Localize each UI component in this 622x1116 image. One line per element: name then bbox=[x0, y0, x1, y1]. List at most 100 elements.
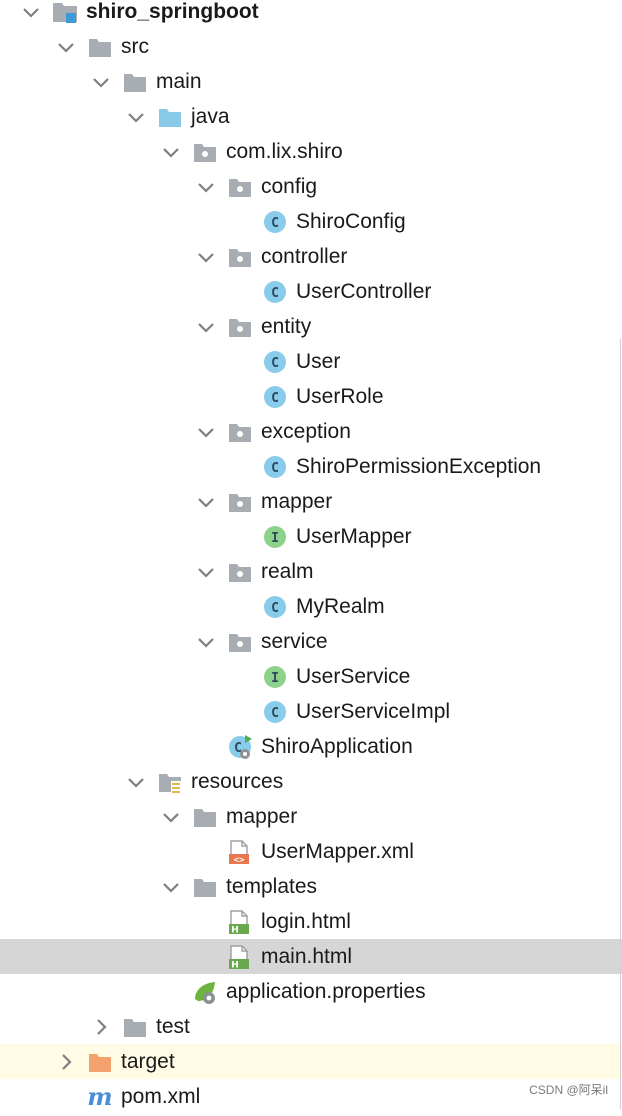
folder-icon bbox=[192, 804, 218, 830]
chevron-down-icon[interactable] bbox=[125, 771, 147, 793]
tree-row[interactable]: config bbox=[0, 169, 622, 204]
tree-item-label: ShiroPermissionException bbox=[296, 455, 542, 478]
tree-row[interactable]: application.properties bbox=[0, 974, 622, 1009]
class-icon: C bbox=[262, 349, 288, 375]
chevron-right-icon[interactable] bbox=[90, 1016, 112, 1038]
tree-row[interactable]: I UserService bbox=[0, 659, 622, 694]
tree-row[interactable]: com.lix.shiro bbox=[0, 134, 622, 169]
tree-row[interactable]: test bbox=[0, 1009, 622, 1044]
tree-row[interactable]: C UserRole bbox=[0, 379, 622, 414]
tree-item-label: templates bbox=[226, 875, 318, 898]
tree-item-label: realm bbox=[261, 560, 314, 583]
folder-icon bbox=[87, 34, 113, 60]
tree-row[interactable]: service bbox=[0, 624, 622, 659]
tree-item-label: MyRealm bbox=[296, 595, 385, 618]
interface-icon: I bbox=[262, 664, 288, 690]
tree-item-label: login.html bbox=[261, 910, 351, 933]
tree-item-label: entity bbox=[261, 315, 312, 338]
folder-icon bbox=[122, 1014, 148, 1040]
tree-item-label: ShiroApplication bbox=[261, 735, 413, 758]
svg-text:C: C bbox=[271, 286, 279, 301]
project-module-icon bbox=[52, 0, 78, 25]
chevron-down-icon[interactable] bbox=[195, 421, 217, 443]
svg-text:C: C bbox=[271, 706, 279, 721]
tree-item-label: exception bbox=[261, 420, 351, 443]
tree-item-label: UserServiceImpl bbox=[296, 700, 451, 723]
tree-row[interactable]: controller bbox=[0, 239, 622, 274]
tree-row[interactable]: main bbox=[0, 64, 622, 99]
tree-row[interactable]: <>UserMapper.xml bbox=[0, 834, 622, 869]
chevron-down-icon[interactable] bbox=[195, 491, 217, 513]
chevron-down-icon[interactable] bbox=[195, 246, 217, 268]
tree-row[interactable]: mapper bbox=[0, 799, 622, 834]
tree-item-label: ShiroConfig bbox=[296, 210, 406, 233]
tree-item-label: pom.xml bbox=[121, 1085, 201, 1108]
svg-text:C: C bbox=[271, 391, 279, 406]
tree-row[interactable]: templates bbox=[0, 869, 622, 904]
chevron-down-icon[interactable] bbox=[195, 561, 217, 583]
svg-text:C: C bbox=[234, 741, 242, 756]
tree-row[interactable]: I UserMapper bbox=[0, 519, 622, 554]
tree-item-label: com.lix.shiro bbox=[226, 140, 343, 163]
svg-text:I: I bbox=[271, 531, 279, 546]
tree-row[interactable]: C UserController bbox=[0, 274, 622, 309]
tree-item-label: main.html bbox=[261, 945, 353, 968]
tree-row[interactable]: C ShiroApplication bbox=[0, 729, 622, 764]
tree-row[interactable]: entity bbox=[0, 309, 622, 344]
tree-item-label: UserMapper bbox=[296, 525, 412, 548]
package-icon bbox=[227, 244, 253, 270]
tree-row[interactable]: java bbox=[0, 99, 622, 134]
tree-row[interactable]: C UserServiceImpl bbox=[0, 694, 622, 729]
tree-row[interactable]: C ShiroConfig bbox=[0, 204, 622, 239]
svg-text:C: C bbox=[271, 216, 279, 231]
tree-row[interactable]: exception bbox=[0, 414, 622, 449]
package-icon bbox=[227, 419, 253, 445]
tree-item-label: UserController bbox=[296, 280, 432, 303]
class-icon: C bbox=[262, 594, 288, 620]
chevron-right-icon[interactable] bbox=[55, 1051, 77, 1073]
tree-item-label: mapper bbox=[261, 490, 333, 513]
chevron-down-icon[interactable] bbox=[160, 141, 182, 163]
tree-item-label: shiro_springboot bbox=[86, 0, 259, 23]
class-icon: C bbox=[262, 454, 288, 480]
chevron-down-icon[interactable] bbox=[125, 106, 147, 128]
chevron-down-icon[interactable] bbox=[195, 631, 217, 653]
class-icon: C bbox=[262, 279, 288, 305]
source-folder-icon bbox=[157, 104, 183, 130]
tree-item-label: UserRole bbox=[296, 385, 384, 408]
package-icon bbox=[227, 314, 253, 340]
tree-item-label: config bbox=[261, 175, 318, 198]
excluded-folder-icon bbox=[87, 1049, 113, 1075]
chevron-down-icon[interactable] bbox=[55, 36, 77, 58]
folder-icon bbox=[192, 874, 218, 900]
tree-item-label: src bbox=[121, 35, 149, 58]
panel-border bbox=[620, 338, 621, 1110]
spring-boot-class-icon: C bbox=[227, 734, 253, 760]
svg-text:C: C bbox=[271, 461, 279, 476]
chevron-down-icon[interactable] bbox=[195, 316, 217, 338]
tree-item-label: controller bbox=[261, 245, 348, 268]
chevron-down-icon[interactable] bbox=[20, 1, 42, 23]
tree-row[interactable]: resources bbox=[0, 764, 622, 799]
chevron-down-icon[interactable] bbox=[195, 176, 217, 198]
html-file-icon: H bbox=[227, 944, 253, 971]
tree-item-label: java bbox=[191, 105, 230, 128]
chevron-down-icon[interactable] bbox=[90, 71, 112, 93]
chevron-down-icon[interactable] bbox=[160, 806, 182, 828]
tree-row[interactable]: mapper bbox=[0, 484, 622, 519]
tree-row[interactable]: shiro_springboot bbox=[0, 0, 622, 29]
class-icon: C bbox=[262, 699, 288, 725]
tree-row[interactable]: src bbox=[0, 29, 622, 64]
tree-item-label: UserService bbox=[296, 665, 411, 688]
tree-row[interactable]: C MyRealm bbox=[0, 589, 622, 624]
svg-text:<>: <> bbox=[234, 856, 245, 866]
chevron-down-icon[interactable] bbox=[160, 876, 182, 898]
xml-file-icon: <> bbox=[227, 839, 253, 866]
tree-row[interactable]: C ShiroPermissionException bbox=[0, 449, 622, 484]
tree-row[interactable]: realm bbox=[0, 554, 622, 589]
tree-row[interactable]: target bbox=[0, 1044, 622, 1079]
